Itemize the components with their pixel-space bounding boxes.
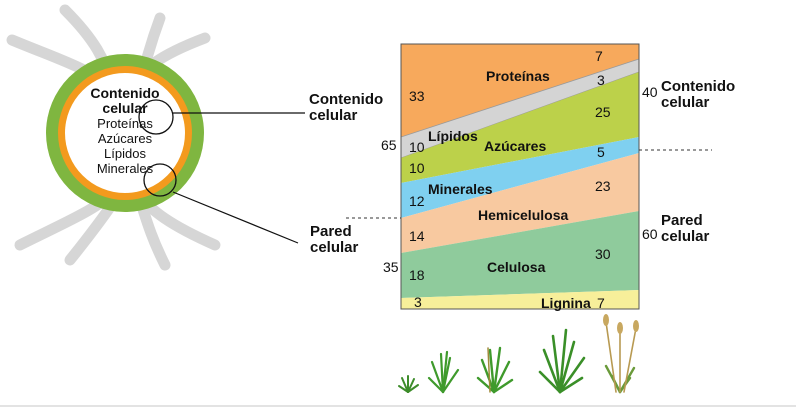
layer-right-value-celulosa: 30 xyxy=(595,246,611,262)
cell-item-lipidos: Lípidos xyxy=(104,146,146,161)
grass-seedling-icon xyxy=(398,375,419,393)
left-pared-value: 35 xyxy=(383,259,399,275)
layer-left-value-azucares: 10 xyxy=(409,160,425,176)
layer-azucares xyxy=(401,72,639,183)
layer-celulosa xyxy=(401,211,639,298)
grass-mature-icon xyxy=(538,328,586,394)
connector-line-wall xyxy=(172,191,299,244)
layer-label-hemicelulosa: Hemicelulosa xyxy=(478,207,569,223)
layer-left-value-lipidos: 10 xyxy=(409,139,425,155)
grass-young-icon xyxy=(427,350,460,394)
layer-left-value-lignina: 3 xyxy=(414,294,422,310)
layer-label-celulosa: Celulosa xyxy=(487,259,546,275)
cell-title-line1: Contenido xyxy=(90,85,160,101)
right-pared-value: 60 xyxy=(642,226,658,242)
left-contenido-label: Contenido celular xyxy=(309,91,384,124)
right-contenido-label: Contenido celular xyxy=(661,78,736,111)
layer-hemicelulosa xyxy=(401,153,639,253)
layer-right-value-lignina: 7 xyxy=(597,295,605,311)
layer-right-value-minerales: 5 xyxy=(597,144,605,160)
layer-left-value-proteinas: 33 xyxy=(409,88,425,104)
zoom-circle-content xyxy=(138,99,174,135)
zoom-circle-wall xyxy=(143,163,177,197)
cell-content-text: Contenido celular Proteínas Azúcares Líp… xyxy=(70,85,180,177)
layer-proteinas xyxy=(401,44,639,137)
layer-right-value-lipidos: 3 xyxy=(597,72,605,88)
layer-left-value-celulosa: 18 xyxy=(409,267,425,283)
grass-flowering-icon xyxy=(603,314,639,394)
cell-item-proteinas: Proteínas xyxy=(97,116,153,131)
layer-left-value-minerales: 12 xyxy=(409,193,425,209)
right-contenido-value: 40 xyxy=(642,84,658,100)
cell-item-azucares: Azúcares xyxy=(97,131,153,146)
layer-lignina xyxy=(401,290,639,309)
layer-right-value-hemicelulosa: 23 xyxy=(595,178,611,194)
layer-left-value-hemicelulosa: 14 xyxy=(409,228,425,244)
layer-label-minerales: Minerales xyxy=(428,181,493,197)
layer-right-value-proteinas: 7 xyxy=(595,48,603,64)
left-pared-label: Pared celular xyxy=(310,223,359,256)
layer-label-lignina: Lignina xyxy=(541,295,591,311)
layer-label-azucares: Azúcares xyxy=(484,138,547,154)
cell-content xyxy=(65,73,185,193)
layer-label-proteinas: Proteínas xyxy=(486,68,550,84)
layer-minerales xyxy=(401,137,639,218)
cell-item-minerales: Minerales xyxy=(96,161,154,176)
right-pared-label: Pared celular xyxy=(661,212,710,245)
chart-frame xyxy=(400,43,640,310)
cell-title-line2: celular xyxy=(102,100,148,116)
composition-chart xyxy=(400,43,640,310)
layer-label-lipidos: Lípidos xyxy=(428,128,478,144)
layer-right-value-azucares: 25 xyxy=(595,104,611,120)
grass-growing-icon xyxy=(476,346,514,394)
left-contenido-value: 65 xyxy=(381,137,397,153)
